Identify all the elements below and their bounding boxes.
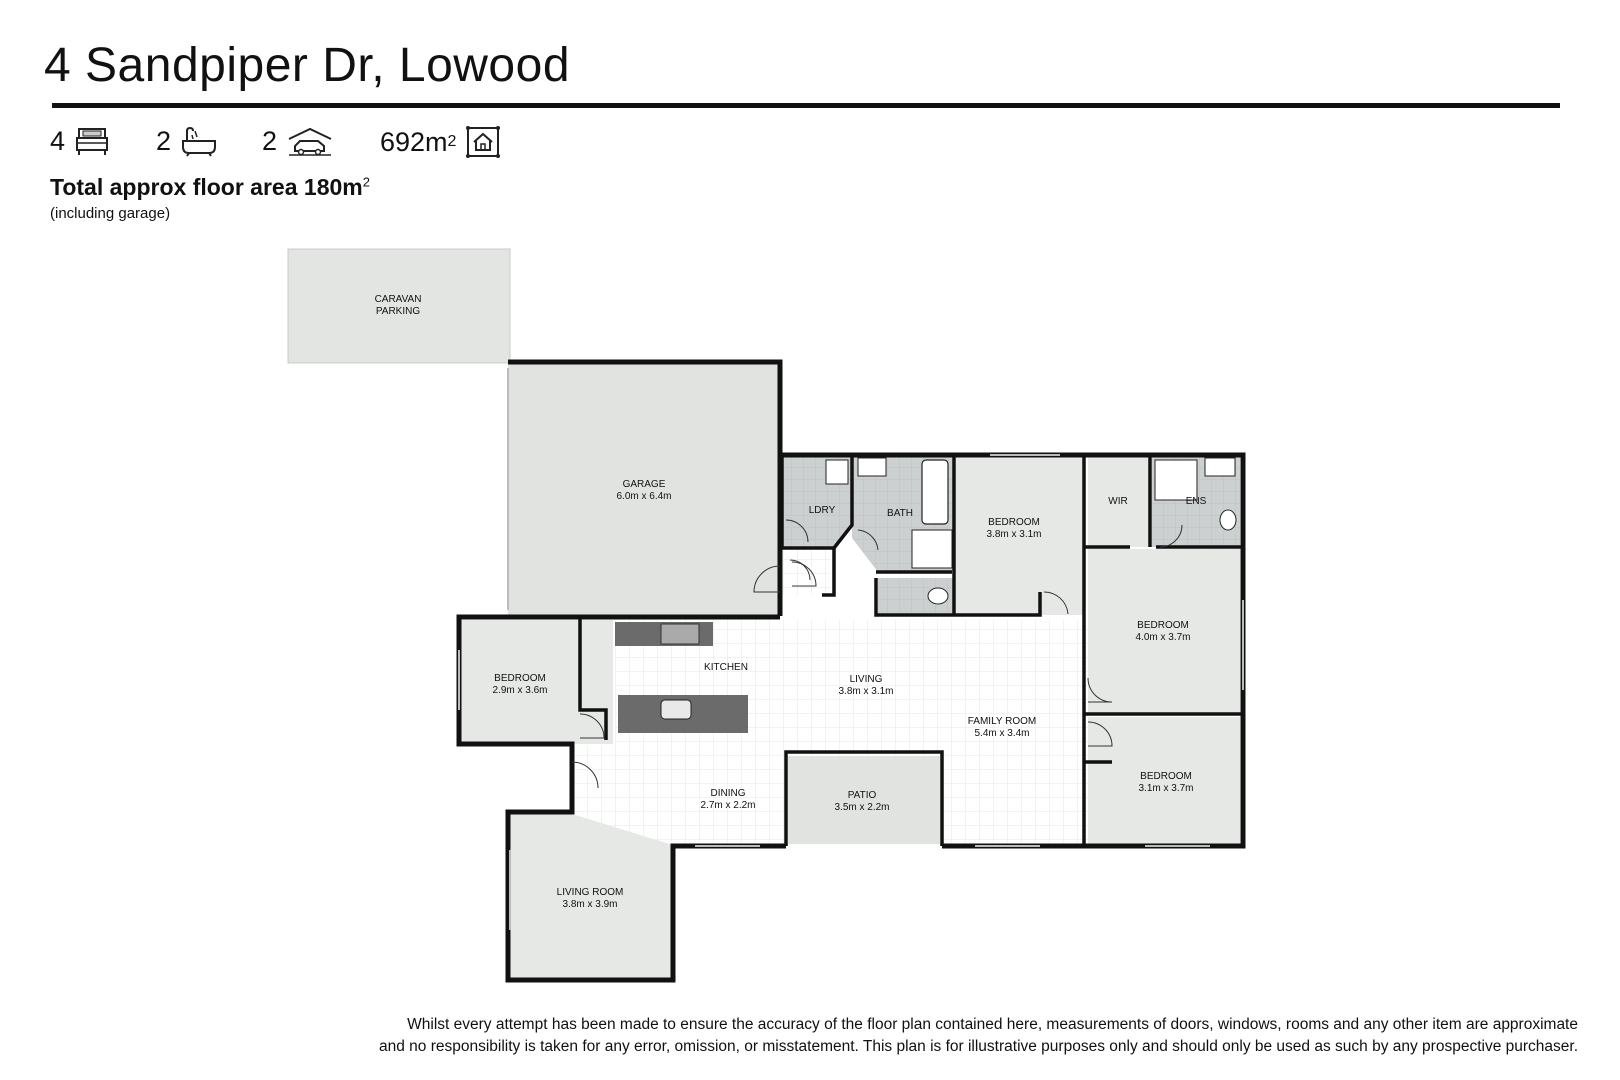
garage-count: 2 xyxy=(262,126,278,156)
garage-count-stat: 2 xyxy=(262,126,333,157)
shower xyxy=(911,529,953,569)
disclaimer: Whilst every attempt has been made to en… xyxy=(178,1014,1578,1058)
caravan-label-line2: PARKING xyxy=(376,306,420,317)
bedroom-4-dimensions: 3.1m x 3.7m xyxy=(1138,783,1193,794)
kitchen-sink xyxy=(660,699,692,720)
dining-label: DINING xyxy=(711,788,746,799)
bathroom-count-stat: 2 xyxy=(156,126,217,157)
patio-dimensions: 3.5m x 2.2m xyxy=(834,802,889,813)
bed-icon xyxy=(76,127,109,155)
windows xyxy=(458,368,1244,930)
vanity-basin xyxy=(857,457,887,477)
living-room-dimensions: 3.8m x 3.9m xyxy=(562,899,617,910)
land-area: 692m xyxy=(380,126,448,157)
property-address-title: 4 Sandpiper Dr, Lowood xyxy=(44,39,571,92)
house-land-icon xyxy=(466,126,501,158)
bedroom-1-room xyxy=(956,457,1084,615)
floor-area-heading: Total approx floor area 180m2 xyxy=(50,174,370,201)
bath-icon xyxy=(182,126,217,157)
bedroom-2-label: BEDROOM xyxy=(1137,620,1189,631)
interior-walls xyxy=(570,455,1243,848)
walk-in-robe-room xyxy=(1088,457,1150,547)
ensuite-shower xyxy=(1154,459,1198,501)
family-room-label: FAMILY ROOM xyxy=(968,716,1037,727)
bedroom-3-label: BEDROOM xyxy=(494,673,546,684)
bedroom-4-room xyxy=(1088,717,1240,844)
laundry-tub xyxy=(825,459,849,485)
disclaimer-line-2: and no responsibility is taken for any e… xyxy=(379,1038,1578,1055)
garage-room xyxy=(508,363,780,615)
bedroom-count-stat: 4 xyxy=(50,126,111,157)
bedroom-2-room xyxy=(1088,549,1240,714)
cooktop xyxy=(660,623,700,645)
caravan-parking-area xyxy=(287,248,511,364)
entry-hall-floor xyxy=(780,548,830,595)
bedroom-1-dimensions: 3.8m x 3.1m xyxy=(986,529,1041,540)
living-dimensions: 3.8m x 3.1m xyxy=(838,686,893,697)
laundry-label: LDRY xyxy=(809,505,836,516)
bathroom-count: 2 xyxy=(156,126,172,156)
ensuite-basin xyxy=(1204,457,1236,477)
living-label: LIVING xyxy=(850,674,883,685)
garage-dimensions: 6.0m x 6.4m xyxy=(616,491,671,502)
dining-dimensions: 2.7m x 2.2m xyxy=(700,800,755,811)
floor-area-unit: 2 xyxy=(362,174,370,190)
bedroom-4-label: BEDROOM xyxy=(1140,771,1192,782)
bedroom-count: 4 xyxy=(50,126,66,156)
bedroom-3-room xyxy=(459,620,613,744)
bath-label: BATH xyxy=(887,508,913,519)
bedroom-2-dimensions: 4.0m x 3.7m xyxy=(1135,632,1190,643)
family-room-dimensions: 5.4m x 3.4m xyxy=(974,728,1029,739)
door-swings xyxy=(571,519,1183,789)
toilet xyxy=(927,587,949,605)
title-divider xyxy=(52,103,1560,108)
patio-area xyxy=(788,756,940,844)
caravan-label-line1: CARAVAN xyxy=(375,294,422,305)
disclaimer-line-1: Whilst every attempt has been made to en… xyxy=(407,1016,1578,1033)
ensuite-toilet xyxy=(1219,509,1237,531)
wir-label: WIR xyxy=(1108,496,1127,507)
floor-area-note: (including garage) xyxy=(50,205,171,222)
land-area-unit: 2 xyxy=(447,133,457,150)
garage-label: GARAGE xyxy=(623,479,666,490)
bedroom-3-dimensions: 2.9m x 3.6m xyxy=(492,685,547,696)
open-plan-floor xyxy=(572,620,1088,845)
living-room-room xyxy=(510,814,673,978)
patio-label: PATIO xyxy=(848,790,877,801)
kitchen-label: KITCHEN xyxy=(704,662,748,673)
floor-area-text: Total approx floor area 180m xyxy=(50,174,363,200)
ensuite-label: ENS xyxy=(1186,496,1207,507)
car-garage-icon xyxy=(288,127,332,156)
living-room-label: LIVING ROOM xyxy=(557,887,624,898)
bath-tub xyxy=(921,459,949,525)
bedroom-1-label: BEDROOM xyxy=(988,517,1040,528)
